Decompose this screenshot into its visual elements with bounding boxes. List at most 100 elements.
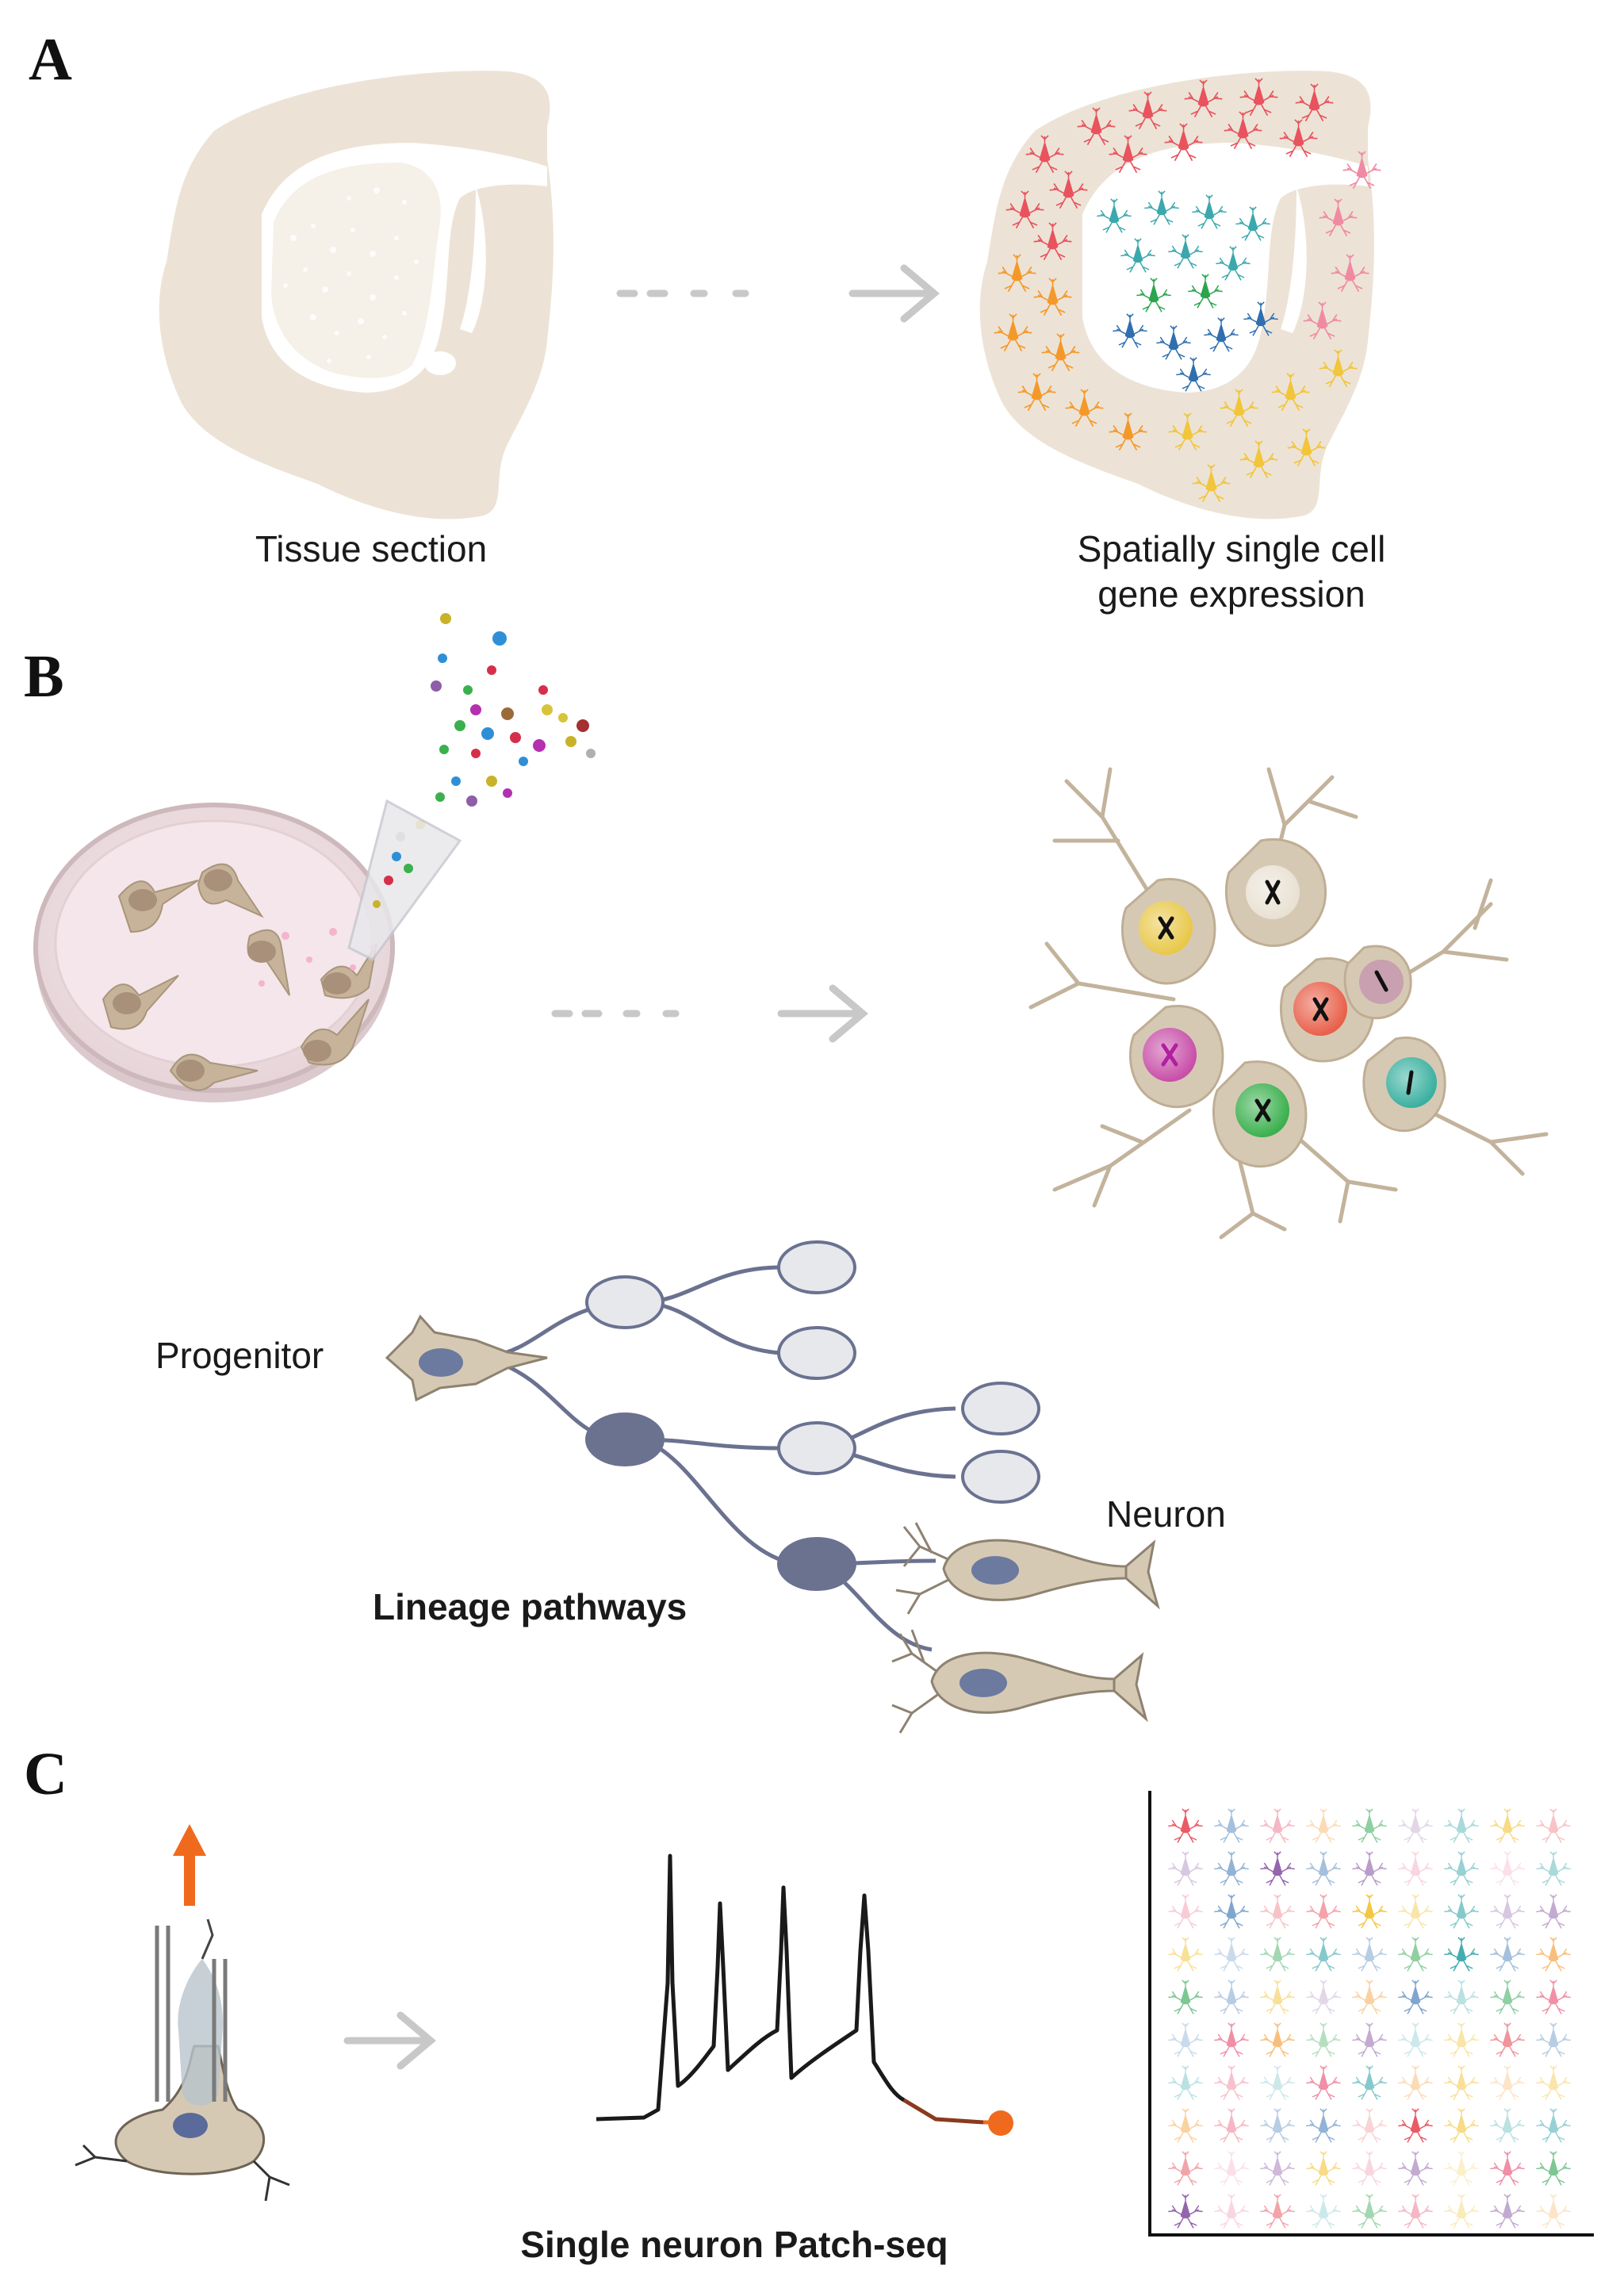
grid-neuron [1397,2022,1434,2058]
grid-neuron [1489,2151,1526,2187]
slit-left [460,186,486,333]
grid-neuron [1397,2065,1434,2101]
panel-b: B [24,613,1549,1734]
grid-neuron [1305,1894,1342,1930]
lineage-node-light [961,1382,1040,1435]
neuron-label: Neuron [1106,1493,1226,1535]
grid-neuron [1351,1808,1388,1844]
grid-neuron [1213,1894,1250,1930]
grid-neuron [1397,1851,1434,1887]
patch-seq-caption: Single neuron Patch-seq [520,2224,948,2265]
grid-neuron [1397,2194,1434,2229]
neuron-grid [1148,1791,1594,2237]
grid-neuron [1259,1808,1296,1844]
grid-neuron [1167,1937,1204,1972]
grid-neuron [1351,2194,1388,2229]
grid-neuron [1535,1851,1572,1887]
right-arrow-icon [551,984,868,1043]
grid-neuron [1305,2022,1342,2058]
neuron-icon [895,1522,1160,1615]
grid-neuron [1259,2194,1296,2229]
pipette-icon [347,799,462,961]
patch-pipette-icon [75,1918,290,2202]
spatial-caption-line2: gene expression [1097,573,1365,615]
grid-neuron [1351,2108,1388,2144]
grid-neuron [1489,2194,1526,2229]
lineage-tree [385,1240,1160,1734]
grid-neuron [1535,2151,1572,2187]
grid-neuron [1305,1980,1342,2015]
grid-neuron [1213,2022,1250,2058]
right-arrow-icon [343,2011,436,2070]
grid-neuron [1535,1937,1572,1972]
grid-neuron [1213,1980,1250,2015]
lineage-node-light [961,1450,1040,1504]
grid-neuron [1443,2108,1480,2144]
grid-neuron [1167,1980,1204,2015]
right-arrow-icon [616,264,940,323]
grid-neuron [1305,1808,1342,1844]
grid-neuron [1259,2151,1296,2187]
lineage-caption: Lineage pathways [373,1586,687,1627]
tissue-section-caption: Tissue section [255,528,487,569]
hole-left [424,351,456,375]
grid-neuron [1443,1851,1480,1887]
lineage-node-light [777,1240,856,1294]
spatial-caption-line1: Spatially single cell [1078,528,1386,569]
grid-neuron [1397,2108,1434,2144]
grid-neuron [1259,1980,1296,2015]
grid-neuron [1351,1980,1388,2015]
grid-neuron [1535,2065,1572,2101]
grid-neuron [1443,2151,1480,2187]
grid-neuron [1305,1851,1342,1887]
grid-neuron [1489,2065,1526,2101]
grid-neuron [1443,1808,1480,1844]
up-arrow-icon [173,1824,206,1906]
grid-neuron [1489,2022,1526,2058]
grid-neuron [1535,2194,1572,2229]
grid-neuron [1489,1851,1526,1887]
grid-neuron [1213,2194,1250,2229]
grid-neuron [1167,2022,1204,2058]
grid-neuron [1351,2022,1388,2058]
grid-neuron [1259,1937,1296,1972]
panel-c: C [24,1741,1594,2265]
grid-neuron [1167,2065,1204,2101]
grid-neuron [1259,2108,1296,2144]
grid-neuron [1167,2194,1204,2229]
grid-neuron [1213,1808,1250,1844]
lineage-node-light [777,1326,856,1380]
grid-neuron [1443,2022,1480,2058]
barcode-particles [396,613,596,841]
grid-neuron [1167,2151,1204,2187]
grid-neuron [1167,1851,1204,1887]
grid-neuron [1351,1894,1388,1930]
grid-neuron [1259,1851,1296,1887]
grid-neuron [1489,1808,1526,1844]
grid-neuron [1489,1980,1526,2015]
grid-neuron [1351,1937,1388,1972]
spike-trace [596,1853,1013,2136]
grid-neuron [1397,1980,1434,2015]
lineage-node-dark [777,1537,856,1591]
petri-dish-icon [33,803,395,1102]
grid-neuron [1489,1937,1526,1972]
grid-neuron [1351,1851,1388,1887]
lineage-node-light [585,1275,665,1329]
grid-neuron [1535,2108,1572,2144]
grid-neuron [1443,1937,1480,1972]
grid-neuron [1305,2108,1342,2144]
grid-neuron [1535,1980,1572,2015]
tissue-section-left [159,71,553,519]
panel-a: A Tissue section [29,26,1385,615]
neuron-icon [891,1629,1148,1734]
grid-neuron [1397,1808,1434,1844]
progenitor-cell-icon [385,1314,548,1402]
progenitor-label: Progenitor [155,1335,324,1376]
grid-neuron [1443,2194,1480,2229]
grid-neuron [1351,2065,1388,2101]
grid-neuron [1305,2065,1342,2101]
grid-neuron [1259,1894,1296,1930]
recording-end-dot [988,2110,1013,2136]
